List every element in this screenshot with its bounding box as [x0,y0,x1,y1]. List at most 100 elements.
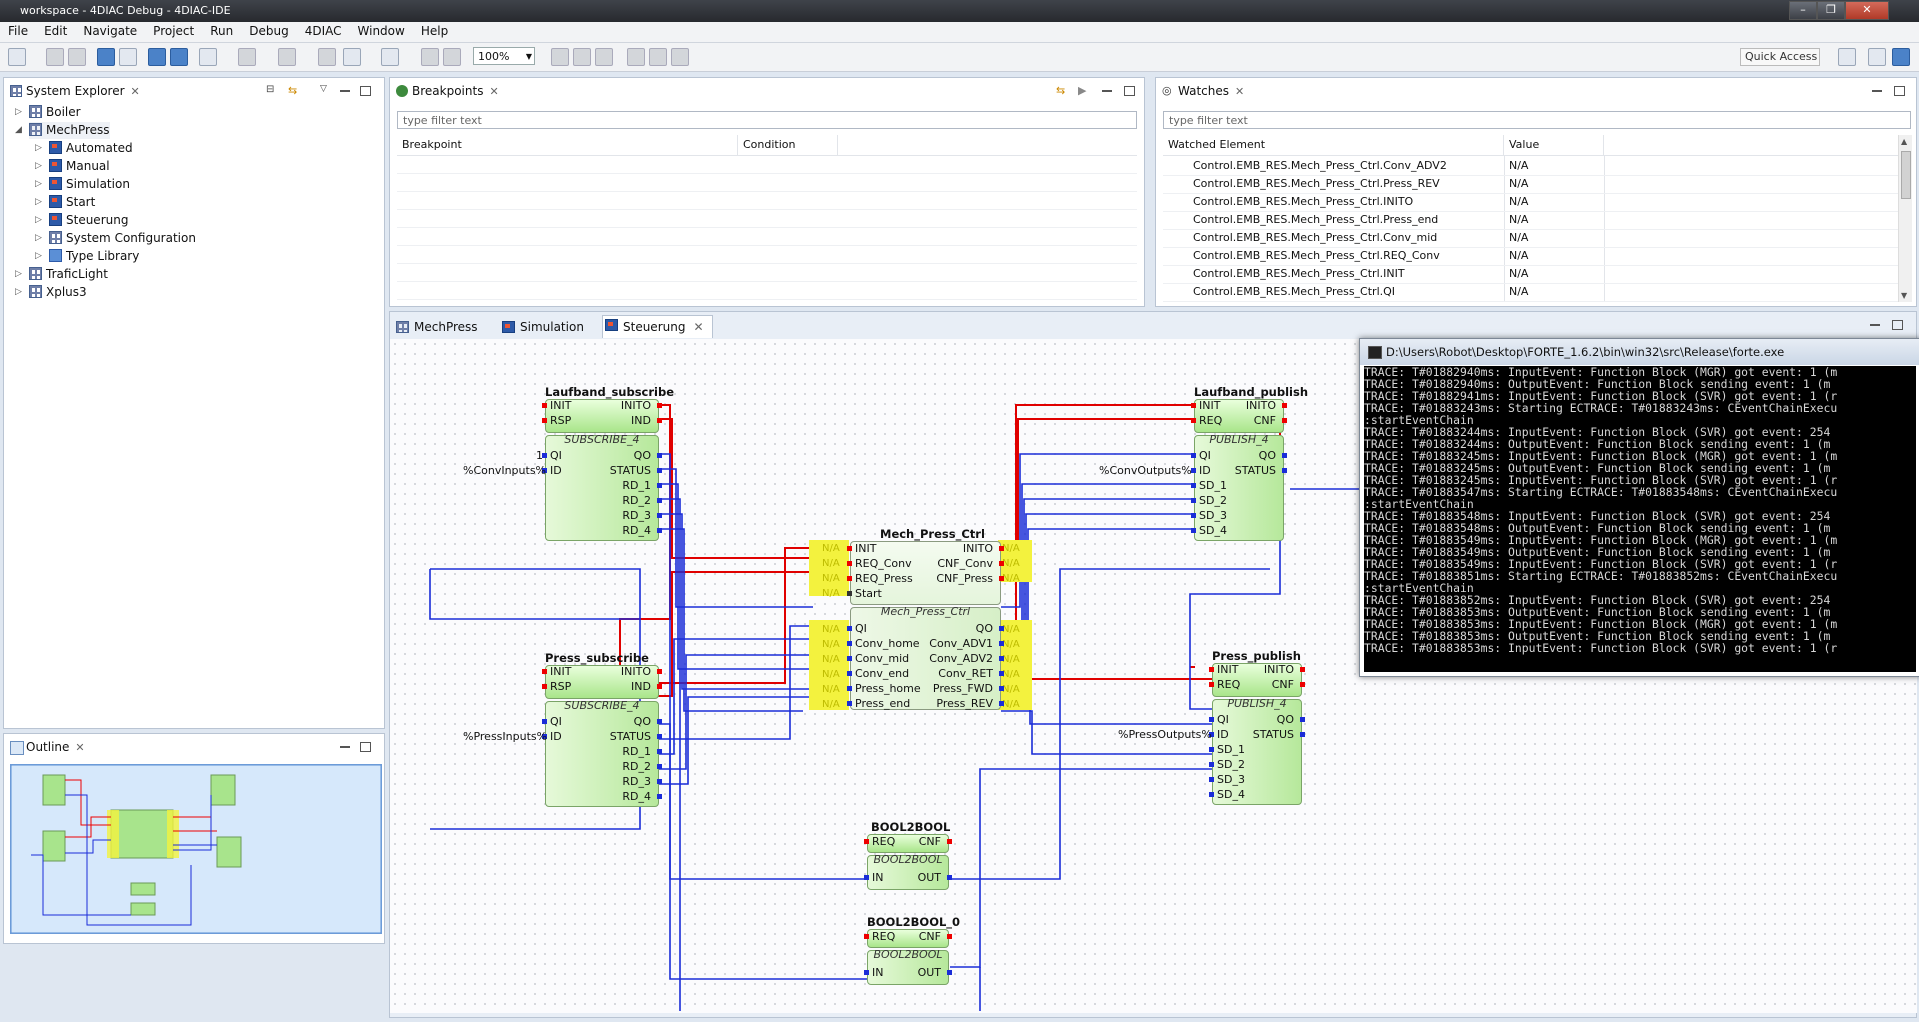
close-icon[interactable]: ✕ [693,320,704,334]
skip-breakpoints-icon[interactable]: ⇆ [1056,84,1066,97]
data-input-port[interactable] [1191,453,1196,458]
search-icon[interactable] [199,48,217,66]
watches-scrollbar[interactable]: ▲ ▼ [1898,135,1912,302]
data-input-port[interactable] [542,719,547,724]
table-row[interactable]: Control.EMB_RES.Mech_Press_Ctrl.Press_en… [1163,211,1898,230]
scrollbar-thumb[interactable] [1901,151,1911,199]
tree-item-traficlight[interactable]: ▷TraficLight [15,266,108,283]
column-value[interactable]: Value [1504,135,1604,155]
prev-annotation-icon[interactable] [318,48,336,66]
align-center-icon[interactable] [573,48,591,66]
quick-access-field[interactable]: Quick Access [1740,48,1820,66]
event-output-port[interactable] [999,576,1004,581]
event-input-port[interactable] [542,669,547,674]
debug-icon[interactable] [278,48,296,66]
close-icon[interactable]: ✕ [75,741,85,754]
tree-item-steuerung[interactable]: ▷Steuerung [35,212,128,229]
data-output-port[interactable] [657,749,662,754]
data-input-port[interactable] [1191,513,1196,518]
redo-icon[interactable] [443,48,461,66]
event-input-port[interactable] [542,418,547,423]
data-output-port[interactable] [657,498,662,503]
expand-icon[interactable]: ▷ [35,251,42,261]
event-output-port[interactable] [1300,682,1305,687]
event-output-port[interactable] [1282,403,1287,408]
tree-item-automated[interactable]: ▷Automated [35,140,133,157]
resume-icon[interactable]: ▶ [1078,84,1087,97]
data-output-port[interactable] [1300,717,1305,722]
data-input-port[interactable] [1209,732,1214,737]
new-icon[interactable] [8,48,26,66]
close-icon[interactable]: ✕ [130,85,140,98]
fb-laufband-publish[interactable]: Laufband_publish INIT REQ INITO CNF PUBL… [1191,385,1308,541]
restore-button[interactable]: ❐ [1817,1,1845,20]
event-output-port[interactable] [657,418,662,423]
data-output-port[interactable] [657,468,662,473]
event-input-port[interactable] [1191,403,1196,408]
expand-icon[interactable]: ▷ [15,107,22,117]
data-input-port[interactable] [864,970,869,975]
expand-icon[interactable]: ▷ [35,143,42,153]
console-title-bar[interactable]: D:\Users\Robot\Desktop\FORTE_1.6.2\bin\w… [1360,339,1919,365]
collapse-icon[interactable]: ◢ [15,125,22,135]
data-output-port[interactable] [999,626,1004,631]
data-input-port[interactable] [542,453,547,458]
tree-item-boiler[interactable]: ▷Boiler [15,104,81,121]
data-input-port[interactable] [542,734,547,739]
data-output-port[interactable] [657,483,662,488]
event-output-port[interactable] [1300,667,1305,672]
table-row[interactable]: Control.EMB_RES.Mech_Press_Ctrl.Press_RE… [1163,175,1898,194]
data-output-port[interactable] [657,513,662,518]
event-output-port[interactable] [947,934,952,939]
build-icon[interactable] [97,48,115,66]
save-icon[interactable] [46,48,64,66]
data-output-port[interactable] [657,734,662,739]
data-output-port[interactable] [1282,468,1287,473]
minimize-icon[interactable] [340,746,350,748]
fb-mech-press-ctrl[interactable]: Mech_Press_Ctrl INIT REQ_Conv REQ_Press … [847,527,1004,710]
data-output-port[interactable] [999,686,1004,691]
tree-item-simulation[interactable]: ▷Simulation [35,176,130,193]
download-icon[interactable] [148,48,166,66]
event-output-port[interactable] [999,546,1004,551]
expand-icon[interactable]: ▷ [35,215,42,225]
minimize-icon[interactable] [1870,324,1880,326]
expand-icon[interactable]: ▷ [35,197,42,207]
column-breakpoint[interactable]: Breakpoint [397,135,738,155]
maximize-icon[interactable] [360,86,371,96]
breakpoints-filter-input[interactable]: type filter text [397,111,1137,129]
data-output-port[interactable] [1300,732,1305,737]
event-output-port[interactable] [1282,418,1287,423]
event-input-port[interactable] [847,546,852,551]
data-output-port[interactable] [657,794,662,799]
view-menu-icon[interactable]: ▽ [320,84,327,94]
event-output-port[interactable] [999,561,1004,566]
data-input-port[interactable] [1191,528,1196,533]
data-output-port[interactable] [947,970,952,975]
menu-edit[interactable]: Edit [44,24,68,38]
zoom-combo[interactable]: 100%▼ [473,47,535,65]
tab-steuerung[interactable]: Steuerung✕ [602,315,713,338]
back-icon[interactable] [343,48,361,66]
expand-icon[interactable]: ▷ [35,179,42,189]
collapse-all-icon[interactable]: ⊟ [266,84,275,95]
data-input-port[interactable] [847,656,852,661]
event-output-port[interactable] [947,839,952,844]
open-perspective-icon[interactable] [1838,48,1856,66]
undo-icon[interactable] [421,48,439,66]
menu-4diac[interactable]: 4DIAC [304,24,342,38]
menu-debug[interactable]: Debug [249,24,289,38]
align-middle-icon[interactable] [649,48,667,66]
column-watched-element[interactable]: Watched Element [1163,135,1504,155]
data-output-port[interactable] [999,671,1004,676]
data-output-port[interactable] [999,656,1004,661]
data-input-port[interactable] [1209,792,1214,797]
data-input-port[interactable] [847,686,852,691]
close-button[interactable]: ✕ [1845,1,1889,20]
menu-help[interactable]: Help [420,24,449,38]
column-condition[interactable]: Condition [738,135,838,155]
event-input-port[interactable] [1209,682,1214,687]
menu-run[interactable]: Run [210,24,234,38]
close-icon[interactable]: ✕ [1235,85,1245,98]
